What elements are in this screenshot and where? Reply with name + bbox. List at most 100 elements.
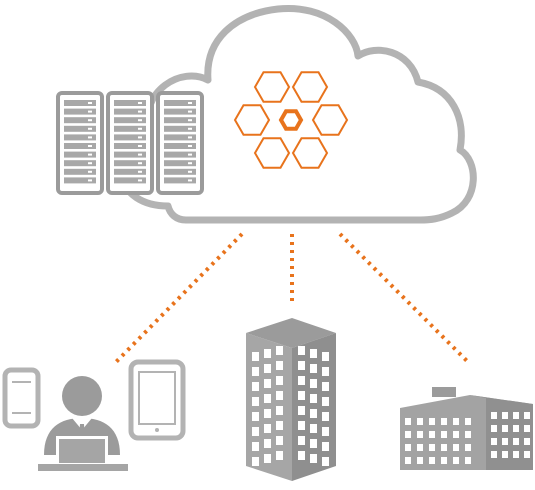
- window: [465, 457, 471, 464]
- window: [502, 425, 508, 432]
- window: [513, 438, 519, 445]
- window: [298, 361, 305, 370]
- window: [513, 425, 519, 432]
- window: [453, 444, 459, 451]
- window: [276, 406, 283, 415]
- window: [513, 412, 519, 419]
- window: [276, 391, 283, 400]
- window: [264, 454, 271, 463]
- window: [310, 424, 317, 433]
- window: [429, 457, 435, 464]
- window: [465, 431, 471, 438]
- window: [264, 394, 271, 403]
- server-rack-icon: [106, 91, 154, 195]
- window: [405, 431, 411, 438]
- user-at-laptop-icon: [38, 376, 128, 471]
- connection-lines: [114, 232, 470, 364]
- window: [429, 418, 435, 425]
- hexagon-shape: [253, 71, 291, 103]
- smartphone-icon: [2, 367, 41, 429]
- window: [252, 367, 259, 376]
- window: [252, 442, 259, 451]
- window: [453, 457, 459, 464]
- window: [502, 438, 508, 445]
- window: [264, 439, 271, 448]
- window: [264, 409, 271, 418]
- server-racks: [56, 91, 204, 195]
- window: [298, 391, 305, 400]
- window: [405, 457, 411, 464]
- window: [502, 451, 508, 458]
- hexagon-shape: [253, 137, 291, 169]
- hexagon-shape: [311, 104, 349, 136]
- window: [276, 346, 283, 355]
- window: [310, 454, 317, 463]
- window: [298, 421, 305, 430]
- tablet-icon: [128, 359, 186, 441]
- window: [417, 431, 423, 438]
- window: [298, 451, 305, 460]
- window: [322, 427, 329, 436]
- window: [264, 379, 271, 388]
- window: [429, 444, 435, 451]
- window: [322, 412, 329, 421]
- window: [310, 379, 317, 388]
- window: [252, 382, 259, 391]
- window: [491, 438, 497, 445]
- window: [310, 364, 317, 373]
- window: [453, 431, 459, 438]
- window: [322, 382, 329, 391]
- window: [298, 376, 305, 385]
- window: [491, 425, 497, 432]
- window: [417, 457, 423, 464]
- window: [276, 436, 283, 445]
- window: [405, 418, 411, 425]
- window: [322, 397, 329, 406]
- window: [429, 431, 435, 438]
- window: [417, 444, 423, 451]
- window: [322, 367, 329, 376]
- window: [310, 394, 317, 403]
- window: [264, 349, 271, 358]
- hexagon-shape: [291, 71, 329, 103]
- window: [465, 418, 471, 425]
- window: [491, 451, 497, 458]
- window: [276, 361, 283, 370]
- window: [322, 352, 329, 361]
- window: [252, 352, 259, 361]
- window: [524, 412, 530, 419]
- window: [322, 457, 329, 466]
- window: [491, 412, 497, 419]
- server-rack-icon: [156, 91, 204, 195]
- window: [513, 451, 519, 458]
- hexagon-shape: [233, 104, 271, 136]
- window: [276, 451, 283, 460]
- window: [264, 364, 271, 373]
- office-building-icon: [400, 387, 533, 470]
- window: [276, 421, 283, 430]
- window: [310, 439, 317, 448]
- window: [524, 451, 530, 458]
- window: [322, 442, 329, 451]
- window: [524, 438, 530, 445]
- window: [502, 412, 508, 419]
- window: [252, 397, 259, 406]
- window: [310, 409, 317, 418]
- connection-line-left: [114, 232, 244, 364]
- window: [310, 349, 317, 358]
- window: [298, 346, 305, 355]
- window: [252, 412, 259, 421]
- connection-line-right: [338, 232, 470, 364]
- window: [264, 424, 271, 433]
- window: [405, 444, 411, 451]
- window: [441, 431, 447, 438]
- office-tower-icon: [246, 318, 336, 481]
- window: [441, 418, 447, 425]
- window: [441, 444, 447, 451]
- window: [417, 418, 423, 425]
- window: [465, 444, 471, 451]
- server-rack-icon: [56, 91, 104, 195]
- window: [524, 425, 530, 432]
- window: [252, 457, 259, 466]
